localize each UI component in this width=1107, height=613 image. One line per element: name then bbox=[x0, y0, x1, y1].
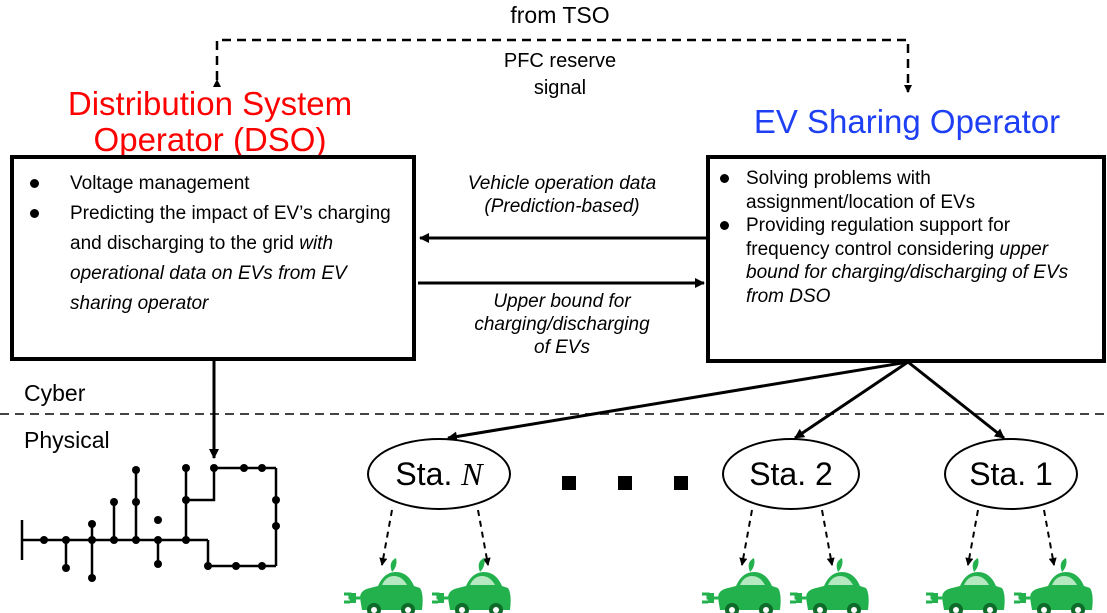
station-1: Sta. 1 bbox=[944, 438, 1078, 510]
dso-bullet-voltage: Voltage management bbox=[14, 169, 402, 199]
dso-title: Distribution System Operator (DSO) bbox=[20, 86, 400, 158]
pfc-signal-line2: signal bbox=[533, 77, 587, 99]
dso-box: Voltage management Predicting the impact… bbox=[10, 155, 416, 361]
physical-label: Physical bbox=[24, 427, 110, 453]
evso-bullet1-text: Solving problems with assignment/locatio… bbox=[746, 168, 976, 213]
station-n: Sta. N bbox=[367, 438, 511, 510]
power-grid-icon bbox=[20, 464, 280, 582]
flow-label-to-evso: Upper bound for charging/discharging of … bbox=[424, 290, 700, 359]
dso-bullet-predicting: Predicting the impact of EV’s charging a… bbox=[14, 199, 402, 319]
station-2: Sta. 2 bbox=[722, 438, 860, 510]
car-icon bbox=[1012, 556, 1095, 613]
flow-to-evso-line3: of EVs bbox=[534, 337, 590, 358]
evso-bullet-regulation: Providing regulation support for frequen… bbox=[710, 214, 1096, 308]
dso-title-line2: Operator (DSO) bbox=[93, 121, 327, 158]
arrows-to-stations bbox=[447, 360, 1005, 442]
pfc-signal-label: PFC reserve signal bbox=[460, 48, 660, 102]
evso-bullet2-text: Providing regulation support for frequen… bbox=[746, 215, 1011, 260]
pfc-signal-line1: PFC reserve bbox=[503, 50, 617, 72]
car-icon bbox=[700, 556, 783, 613]
evso-bullet-list: Solving problems with assignment/locatio… bbox=[710, 167, 1096, 308]
dso-bullet2-text: Predicting the impact of EV’s charging a… bbox=[70, 203, 391, 254]
evso-box: Solving problems with assignment/locatio… bbox=[706, 155, 1106, 363]
ellipsis-dot bbox=[674, 476, 688, 490]
car-icon bbox=[788, 556, 871, 613]
tso-label: from TSO bbox=[510, 2, 610, 28]
car-icon bbox=[924, 556, 1007, 613]
evso-bullet2-italic: upper bound for charging/discharging of … bbox=[746, 238, 1069, 307]
ellipsis-dot bbox=[618, 476, 632, 490]
dso-bullet2-italic: with operational data on EVs from EV sha… bbox=[70, 233, 347, 314]
ellipsis-dot bbox=[562, 476, 576, 490]
station-n-prefix: Sta. bbox=[395, 455, 462, 492]
flow-to-evso-line2: charging/discharging bbox=[474, 314, 650, 335]
flow-to-dso-line1: Vehicle operation data bbox=[467, 173, 657, 194]
station-to-car-links bbox=[379, 509, 1057, 566]
dso-bullet1-text: Voltage management bbox=[70, 173, 250, 194]
tso-signal-connector bbox=[213, 38, 912, 93]
station-n-var: N bbox=[461, 455, 483, 492]
dso-bullet-list: Voltage management Predicting the impact… bbox=[14, 169, 402, 319]
flow-to-dso-line2: (Prediction-based) bbox=[484, 196, 640, 217]
flow-to-evso-line1: Upper bound for bbox=[493, 291, 631, 312]
evso-title: EV Sharing Operator bbox=[753, 103, 1061, 140]
car-icon bbox=[430, 556, 513, 613]
cyber-label: Cyber bbox=[24, 380, 86, 406]
dso-title-line1: Distribution System bbox=[67, 85, 353, 122]
evso-bullet-assignment: Solving problems with assignment/locatio… bbox=[710, 167, 1096, 214]
car-icon bbox=[342, 556, 425, 613]
flow-label-to-dso: Vehicle operation data (Prediction-based… bbox=[424, 172, 700, 218]
